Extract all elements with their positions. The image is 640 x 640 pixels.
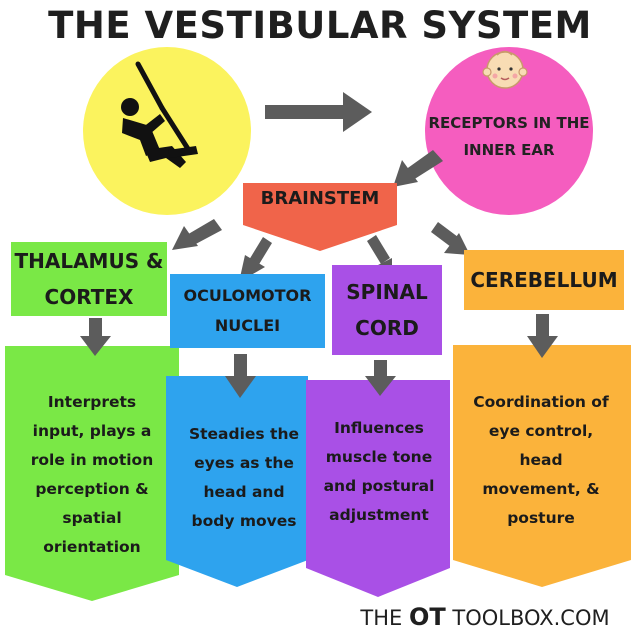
footer-brand: THE OT TOOLBOX.COM [330, 603, 640, 631]
thalamus-panel-shape [5, 346, 179, 601]
swing-person-icon [121, 61, 198, 168]
footer-pre: THE [360, 606, 409, 630]
thalamus-description: Interprets input, plays a role in motion… [30, 393, 154, 556]
receptors-label: RECEPTORS IN THE INNER EAR [428, 114, 590, 159]
spinal-description: Influences muscle tone and postural adju… [323, 419, 435, 524]
footer-ot: OT [408, 603, 446, 631]
cerebellum-description: Coordination of eye control, head moveme… [473, 393, 609, 527]
baby-face-icon [482, 50, 528, 89]
thalamus-header: THALAMUS & CORTEX [11, 242, 167, 316]
oculomotor-panel-shape [166, 376, 308, 587]
motion-circle [83, 47, 251, 215]
oculomotor-header: OCULOMOTOR NUCLEI [170, 274, 325, 348]
oculomotor-description: Steadies the eyes as the head and body m… [188, 425, 300, 530]
spinal-header: SPINAL CORD [332, 265, 442, 355]
cerebellum-header: CEREBELLUM [464, 250, 624, 310]
arrow-to-receptors-icon [265, 92, 372, 132]
footer-post: TOOLBOX.COM [445, 606, 610, 630]
cerebellum-panel-shape [453, 345, 631, 587]
arrow-to-thalamus-icon [172, 219, 222, 250]
arrow-to-cerebellum-icon [431, 222, 470, 255]
arrow-to-brainstem-icon [393, 150, 443, 187]
brainstem-label: BRAINSTEM [260, 188, 380, 209]
spinal-panel-shape [306, 380, 450, 597]
arrow-down-cerebellum-icon [527, 314, 558, 358]
arrow-down-oculomotor-icon [225, 354, 256, 398]
arrow-down-spinal-icon [365, 360, 396, 396]
page-title: THE VESTIBULAR SYSTEM [48, 4, 592, 47]
arrow-down-thalamus-icon [80, 318, 111, 356]
brainstem-shape [243, 183, 397, 251]
